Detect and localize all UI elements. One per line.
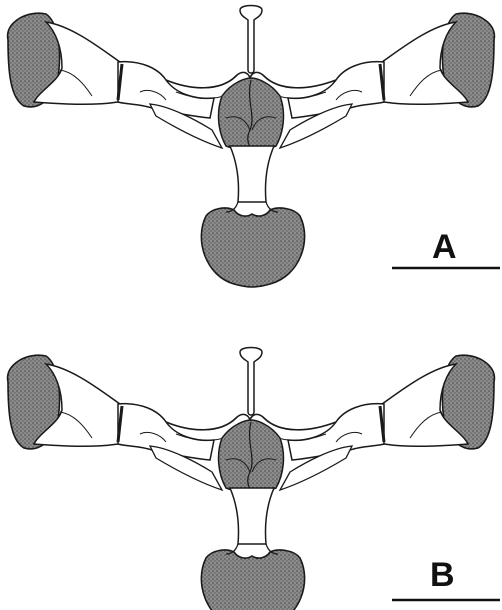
- panel-label-b: B: [430, 556, 455, 594]
- panel-label-a: A: [432, 228, 457, 266]
- panel-a: A: [8, 6, 500, 288]
- specimen-b-drawing: [8, 348, 495, 610]
- panel-b: B: [8, 348, 500, 610]
- specimen-a-drawing: [8, 6, 495, 288]
